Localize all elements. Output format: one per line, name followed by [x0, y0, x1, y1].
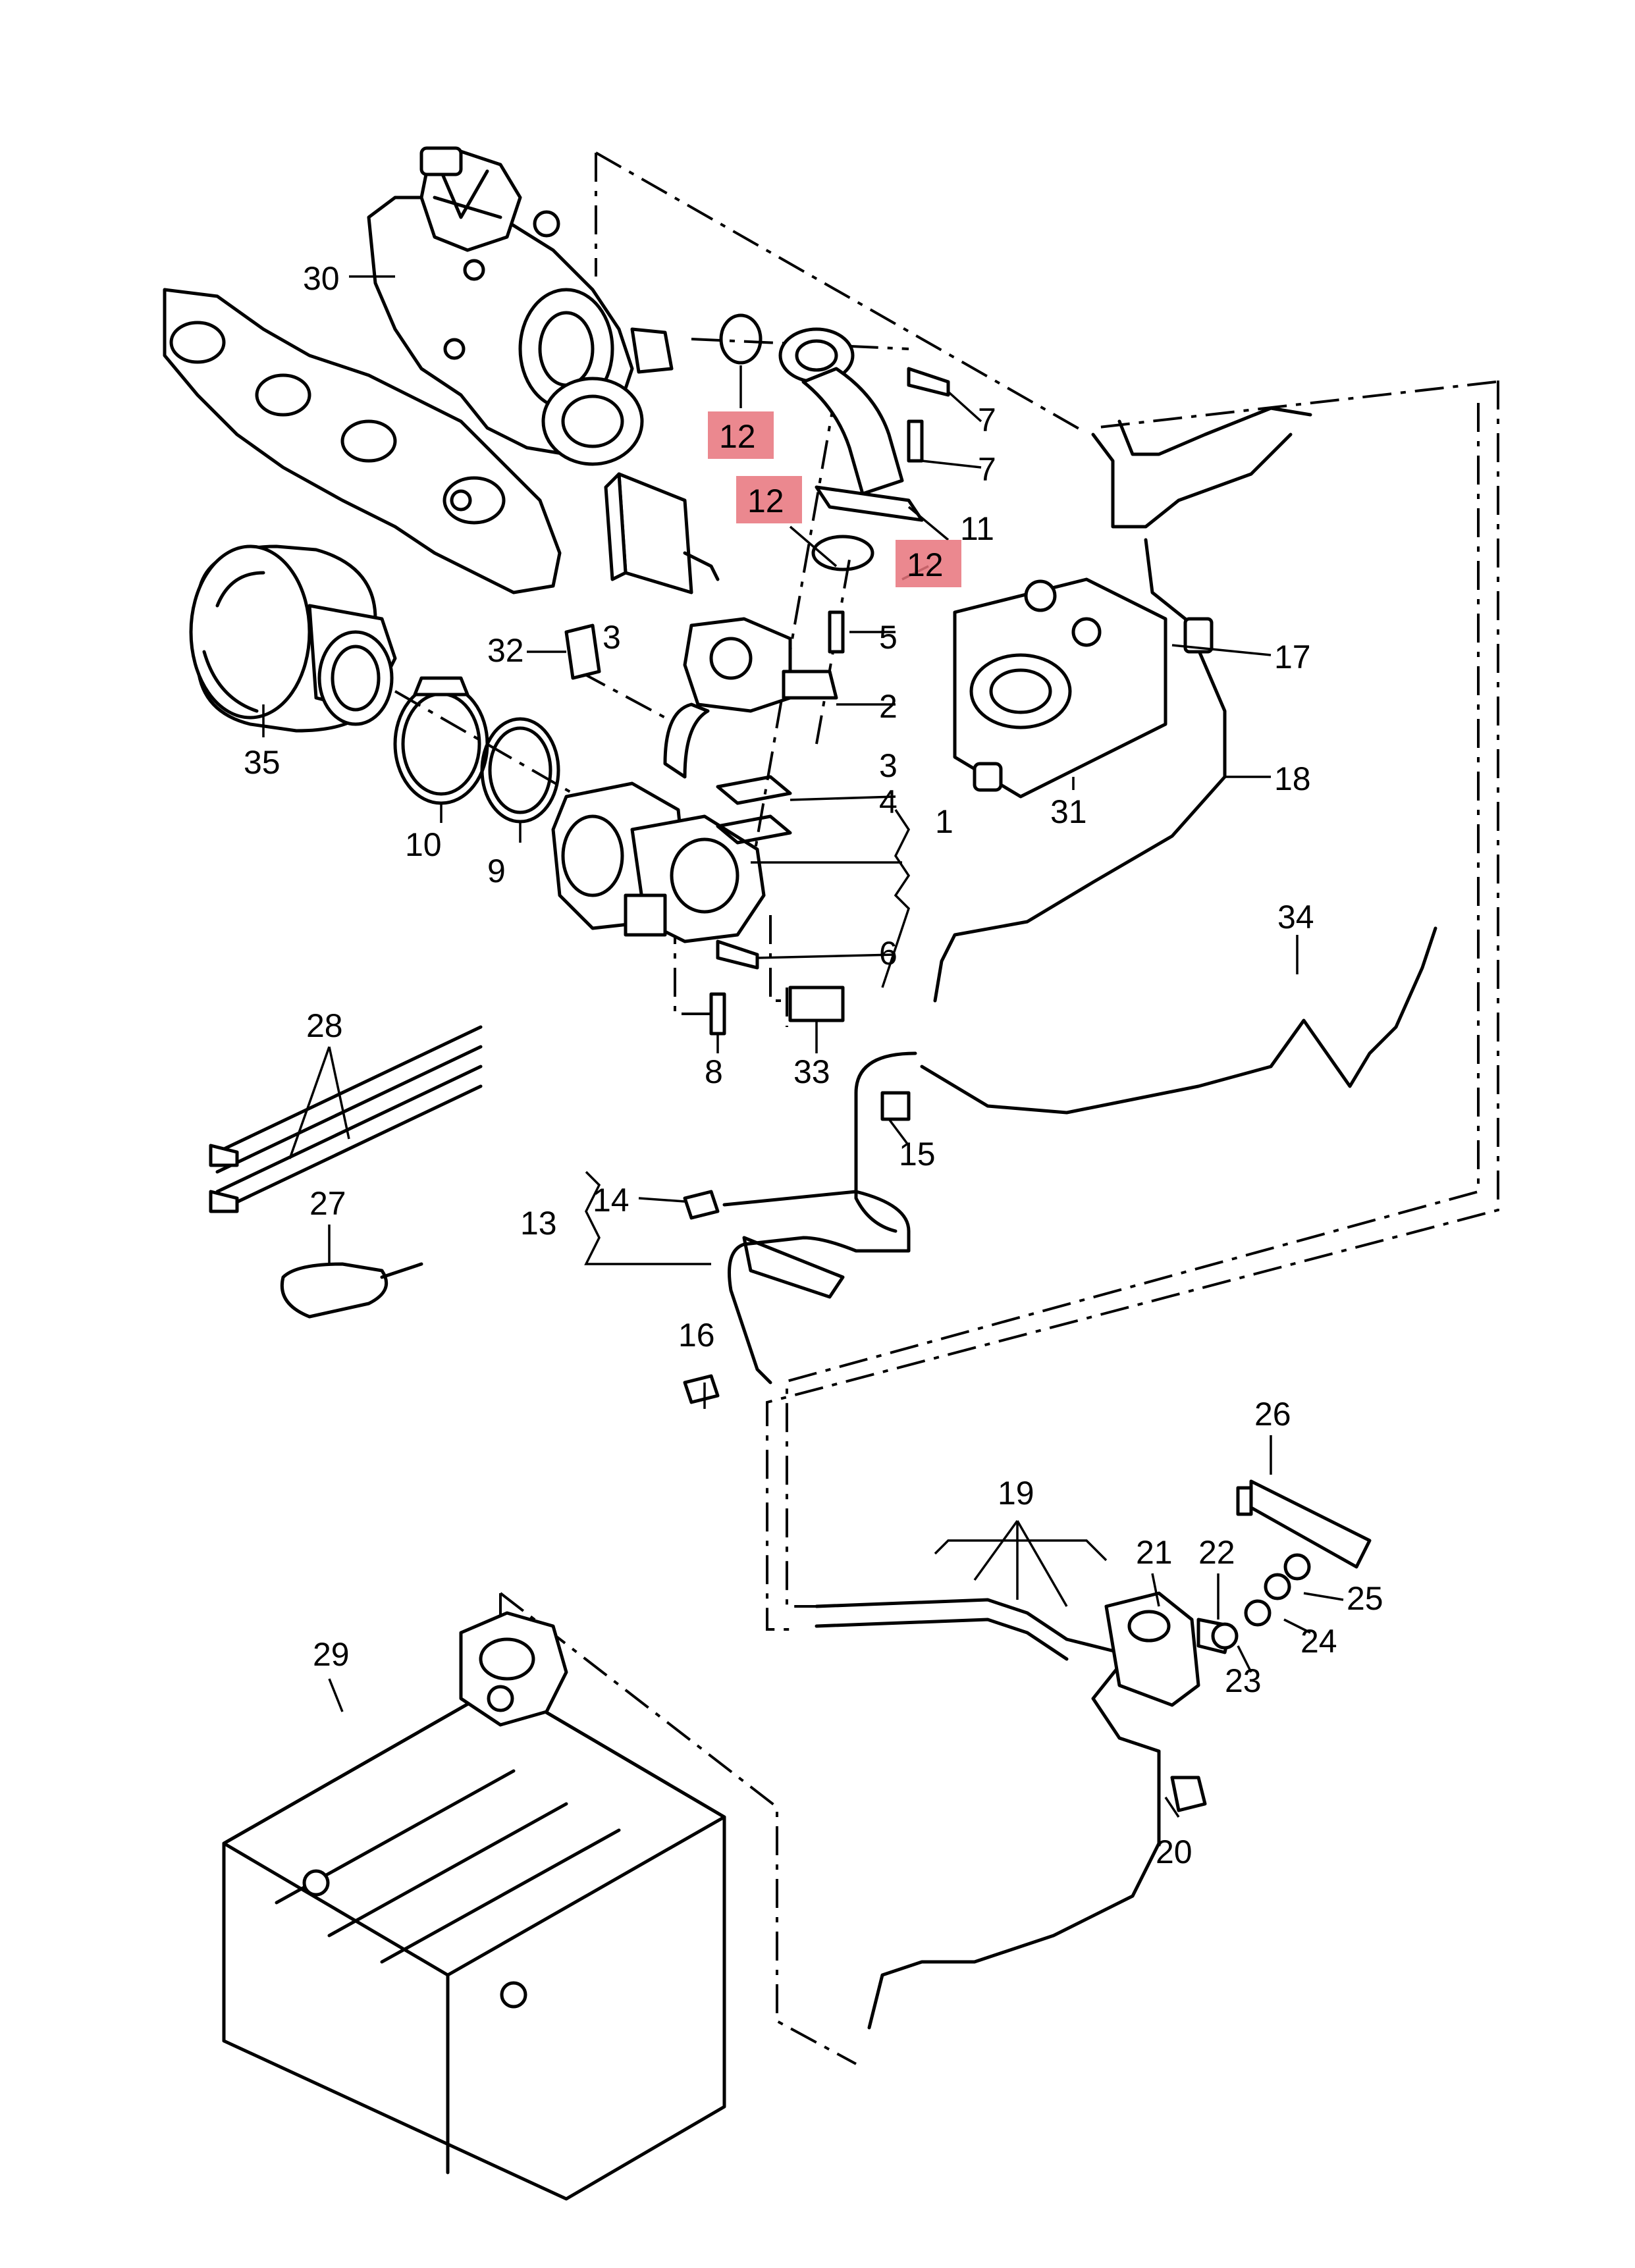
- callout-2: 2: [879, 688, 898, 725]
- callout-14: 14: [593, 1182, 630, 1219]
- callout-9: 9: [487, 853, 506, 889]
- o-rings: [719, 313, 874, 571]
- callout-1: 1: [935, 803, 953, 840]
- callout-18: 18: [1274, 760, 1311, 797]
- callout-22: 22: [1198, 1534, 1235, 1571]
- cylinder-head-cover: [953, 577, 1167, 799]
- callout-5: 5: [879, 619, 898, 656]
- callout-29: 29: [313, 1636, 350, 1673]
- callout-11: 11: [960, 510, 994, 547]
- heat-shield: [604, 472, 720, 594]
- leader-lines: [262, 275, 1344, 1818]
- callout-28: 28: [306, 1007, 343, 1044]
- callout-labels: 1 2 3 3 4 5 6 7 7 8 9 10 11 12 12 12 13 …: [244, 260, 1383, 1870]
- cable-ties: [209, 1025, 483, 1319]
- callout-35: 35: [244, 744, 281, 781]
- callout-12a: 12: [719, 418, 756, 455]
- callout-20: 20: [1156, 1833, 1193, 1870]
- air-filter-housing: [222, 1611, 726, 2201]
- callout-16: 16: [678, 1317, 715, 1354]
- highlight-12c: [896, 540, 961, 587]
- valve-group: [815, 1479, 1372, 2030]
- sleeves: [564, 623, 845, 1022]
- actuator-valve: [683, 617, 838, 713]
- callout-6: 6: [879, 935, 898, 972]
- callout-17: 17: [1274, 639, 1311, 675]
- callout-3b: 3: [879, 747, 898, 784]
- callout-33: 33: [793, 1053, 830, 1090]
- callout-27: 27: [309, 1185, 346, 1222]
- callout-24: 24: [1300, 1623, 1337, 1660]
- callout-15: 15: [899, 1136, 936, 1173]
- callout-23: 23: [1225, 1662, 1262, 1699]
- callout-12c: 12: [907, 546, 944, 583]
- callout-32: 32: [487, 632, 524, 669]
- highlight-12b: [736, 476, 802, 523]
- callout-25: 25: [1347, 1580, 1383, 1617]
- vacuum-lines: [854, 406, 1437, 1233]
- clamp-ring: [393, 676, 489, 805]
- callout-12b: 12: [747, 483, 784, 519]
- callout-26: 26: [1254, 1396, 1291, 1433]
- callout-21: 21: [1136, 1534, 1173, 1571]
- callout-7a: 7: [978, 402, 996, 438]
- gasket-ring: [480, 717, 560, 824]
- callout-8: 8: [705, 1053, 723, 1090]
- callout-30: 30: [303, 260, 340, 297]
- callout-4: 4: [879, 783, 898, 820]
- callout-19: 19: [998, 1475, 1034, 1512]
- highlights: [708, 411, 961, 587]
- lower-pipe-assembly: [683, 1091, 911, 1404]
- connecting-pipe: [778, 327, 924, 522]
- highlight-12a: [708, 411, 774, 459]
- egr-valve-assembly: [551, 702, 766, 943]
- turbocharger-manifold: [163, 146, 674, 594]
- callout-3a: 3: [603, 619, 621, 656]
- callout-10: 10: [405, 826, 442, 863]
- callout-7b: 7: [978, 451, 996, 488]
- callout-31: 31: [1050, 793, 1087, 830]
- callout-13: 13: [520, 1205, 557, 1242]
- flange-gaskets: [716, 775, 792, 845]
- intake-cylinder: [189, 544, 397, 733]
- callout-34: 34: [1277, 899, 1314, 936]
